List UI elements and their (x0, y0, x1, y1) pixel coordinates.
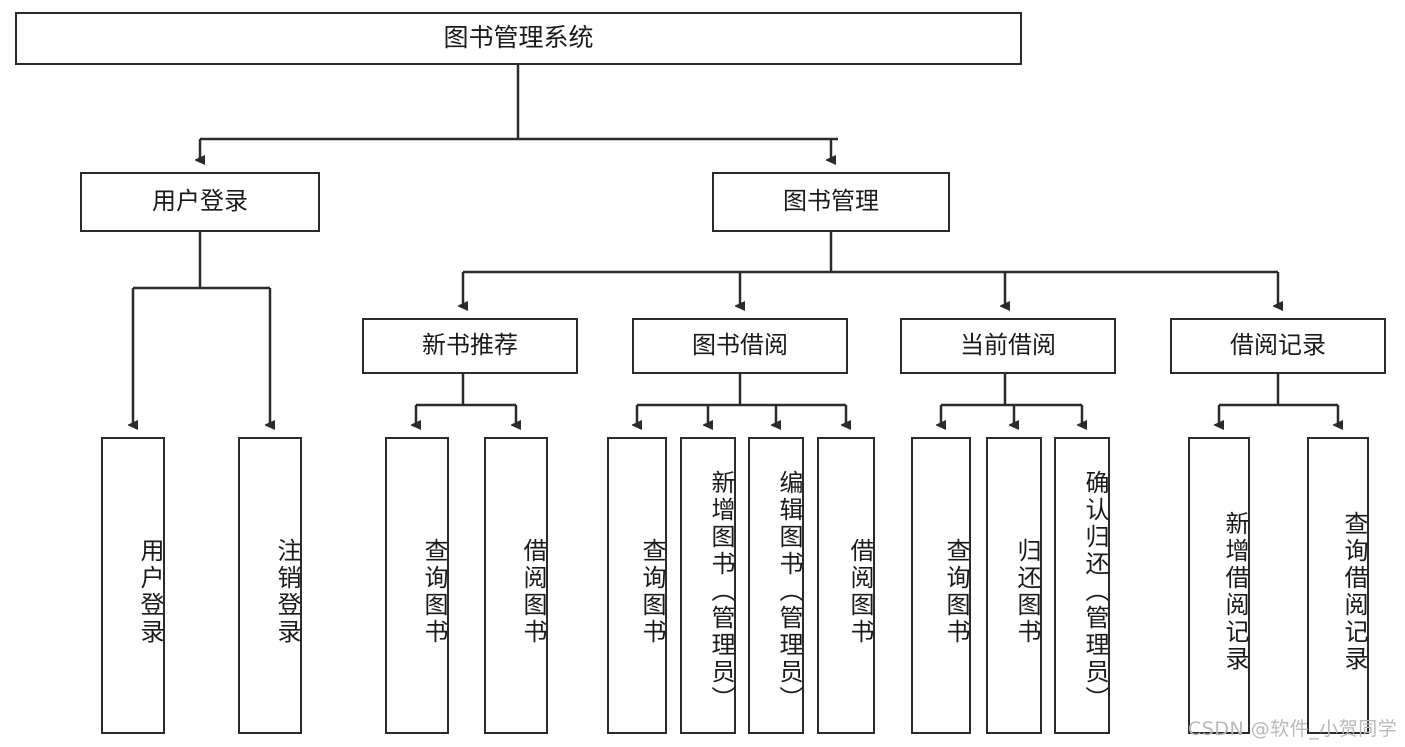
node-leaf-add-borrow-record[interactable]: 新增借阅记录 (1188, 437, 1250, 734)
node-leaf-label: 新增借阅记录 (1221, 510, 1249, 673)
node-root[interactable]: 图书管理系统 (15, 12, 1022, 65)
node-leaf-add-book-admin[interactable]: 新增图书（管理员） (680, 437, 736, 734)
node-leaf-label: 借阅图书 (846, 537, 874, 646)
node-leaf-return-book[interactable]: 归还图书 (986, 437, 1042, 734)
node-branch-user-login[interactable]: 用户登录 (80, 172, 320, 232)
node-leaf-label: 编辑图书（管理员） (775, 470, 803, 713)
node-branch-label: 图书管理 (783, 187, 879, 216)
node-branch-borrow-record[interactable]: 借阅记录 (1170, 318, 1386, 374)
node-branch-label: 当前借阅 (960, 331, 1056, 360)
node-leaf-label: 归还图书 (1013, 537, 1041, 646)
node-leaf-user-login[interactable]: 用户登录 (101, 437, 165, 734)
node-leaf-query-book-borrow[interactable]: 查询图书 (607, 437, 667, 734)
node-branch-label: 借阅记录 (1230, 331, 1326, 360)
node-branch-new-book[interactable]: 新书推荐 (362, 318, 578, 374)
node-leaf-label: 注销登录 (273, 537, 301, 646)
node-leaf-query-borrow-record[interactable]: 查询借阅记录 (1307, 437, 1369, 734)
node-leaf-logout[interactable]: 注销登录 (238, 437, 302, 734)
node-leaf-borrow-book-newbook[interactable]: 借阅图书 (484, 437, 548, 734)
node-leaf-query-book-current[interactable]: 查询图书 (911, 437, 971, 734)
node-branch-book-manage[interactable]: 图书管理 (712, 172, 950, 232)
node-leaf-label: 查询图书 (420, 537, 448, 646)
node-leaf-borrow-book[interactable]: 借阅图书 (817, 437, 875, 734)
watermark-text: CSDN @软件_小贺同学 (1188, 718, 1398, 740)
node-branch-book-borrow[interactable]: 图书借阅 (632, 318, 848, 374)
node-leaf-label: 查询图书 (638, 537, 666, 646)
node-branch-label: 新书推荐 (422, 331, 518, 360)
node-branch-label: 用户登录 (152, 187, 248, 216)
node-branch-label: 图书借阅 (692, 331, 788, 360)
node-leaf-confirm-return-admin[interactable]: 确认归还（管理员） (1054, 437, 1110, 734)
node-leaf-label: 确认归还（管理员） (1081, 470, 1109, 713)
node-leaf-query-book-newbook[interactable]: 查询图书 (385, 437, 449, 734)
node-leaf-label: 借阅图书 (519, 537, 547, 646)
node-leaf-label: 查询图书 (942, 537, 970, 646)
node-root-label: 图书管理系统 (443, 23, 594, 53)
node-branch-current-borrow[interactable]: 当前借阅 (900, 318, 1116, 374)
node-leaf-edit-book-admin[interactable]: 编辑图书（管理员） (748, 437, 804, 734)
node-leaf-label: 查询借阅记录 (1340, 510, 1368, 673)
node-leaf-label: 新增图书（管理员） (707, 470, 735, 713)
node-leaf-label: 用户登录 (136, 537, 164, 646)
watermark: CSDN @软件_小贺同学 (1188, 714, 1397, 741)
